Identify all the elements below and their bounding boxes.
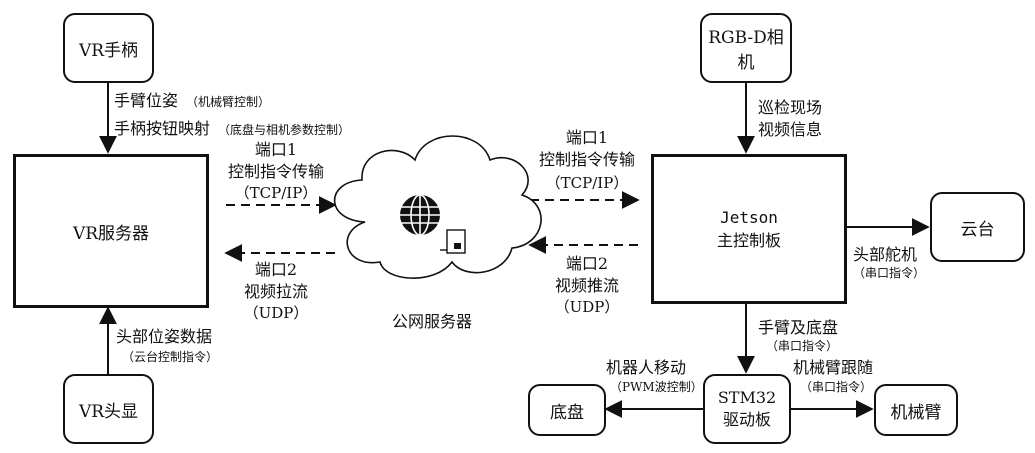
arm-pose-note: （机械臂控制） bbox=[186, 95, 271, 109]
rgbd-camera-node: RGB-D相机 bbox=[700, 13, 792, 83]
stm32-label-line1: STM32 bbox=[717, 388, 777, 408]
left-tcp-label: （TCP/IP） bbox=[234, 184, 318, 202]
head-servo-label: 头部舵机 bbox=[853, 245, 918, 264]
right-port2-label: 端口2 bbox=[565, 254, 609, 273]
vr-controller-node: VR手柄 bbox=[63, 13, 154, 83]
gimbal-node: 云台 bbox=[930, 192, 1025, 262]
arm-label: 机械臂 bbox=[890, 402, 942, 423]
button-map-note: （底盘与相机参数控制） bbox=[218, 123, 351, 137]
jetson-node: Jetson 主控制板 bbox=[651, 154, 847, 304]
right-port1-label: 端口1 bbox=[565, 128, 609, 147]
right-ctrl-label: 控制指令传输 bbox=[538, 150, 636, 169]
right-video-label: 视频推流 bbox=[554, 276, 620, 295]
patrol-label-line1: 巡检现场 bbox=[758, 98, 823, 117]
robot-move-note: （PWM波控制） bbox=[610, 380, 703, 394]
public-server-label: 公网服务器 bbox=[391, 312, 473, 331]
stm32-node: STM32 驱动板 bbox=[703, 374, 791, 444]
stm32-label-line2: 驱动板 bbox=[722, 410, 771, 429]
right-tcp-label: （TCP/IP） bbox=[545, 174, 629, 192]
gimbal-label: 云台 bbox=[960, 219, 995, 240]
left-video-label: 视频拉流 bbox=[243, 282, 309, 301]
arm-node: 机械臂 bbox=[874, 384, 958, 436]
arm-follow-note: （串口指令） bbox=[800, 380, 873, 394]
left-port2-label: 端口2 bbox=[254, 260, 298, 279]
vr-server-label: VR服务器 bbox=[72, 223, 150, 244]
arm-base-note: （串口指令） bbox=[766, 339, 839, 353]
left-port1-label: 端口1 bbox=[254, 140, 298, 159]
button-map-label: 手柄按钮映射 bbox=[114, 119, 211, 138]
vr-headset-node: VR头显 bbox=[63, 374, 154, 444]
head-pose-label: 头部位姿数据 bbox=[116, 327, 213, 346]
head-servo-note: （串口指令） bbox=[853, 266, 926, 280]
arm-base-label: 手臂及底盘 bbox=[758, 318, 839, 337]
left-udp-label: （UDP） bbox=[243, 304, 309, 322]
right-udp-label: （UDP） bbox=[554, 298, 620, 316]
head-pose-note: （云台控制指令） bbox=[122, 350, 219, 364]
arm-follow-label: 机械臂跟随 bbox=[793, 358, 874, 377]
chassis-label: 底盘 bbox=[550, 402, 584, 423]
jetson-label-line2: 主控制板 bbox=[716, 231, 781, 250]
vr-controller-label: VR手柄 bbox=[78, 40, 139, 61]
rgbd-camera-label: RGB-D相机 bbox=[708, 28, 784, 73]
chassis-node: 底盘 bbox=[528, 384, 606, 436]
vr-headset-label: VR头显 bbox=[78, 401, 139, 422]
server-icon bbox=[440, 229, 466, 254]
robot-move-label: 机器人移动 bbox=[606, 358, 687, 377]
arm-pose-label: 手臂位姿 bbox=[114, 91, 179, 110]
patrol-label-line2: 视频信息 bbox=[758, 120, 823, 139]
vr-server-node: VR服务器 bbox=[13, 154, 209, 308]
left-ctrl-label: 控制指令传输 bbox=[227, 162, 325, 181]
globe-icon bbox=[400, 194, 440, 236]
jetson-label-line1: Jetson bbox=[720, 207, 778, 227]
